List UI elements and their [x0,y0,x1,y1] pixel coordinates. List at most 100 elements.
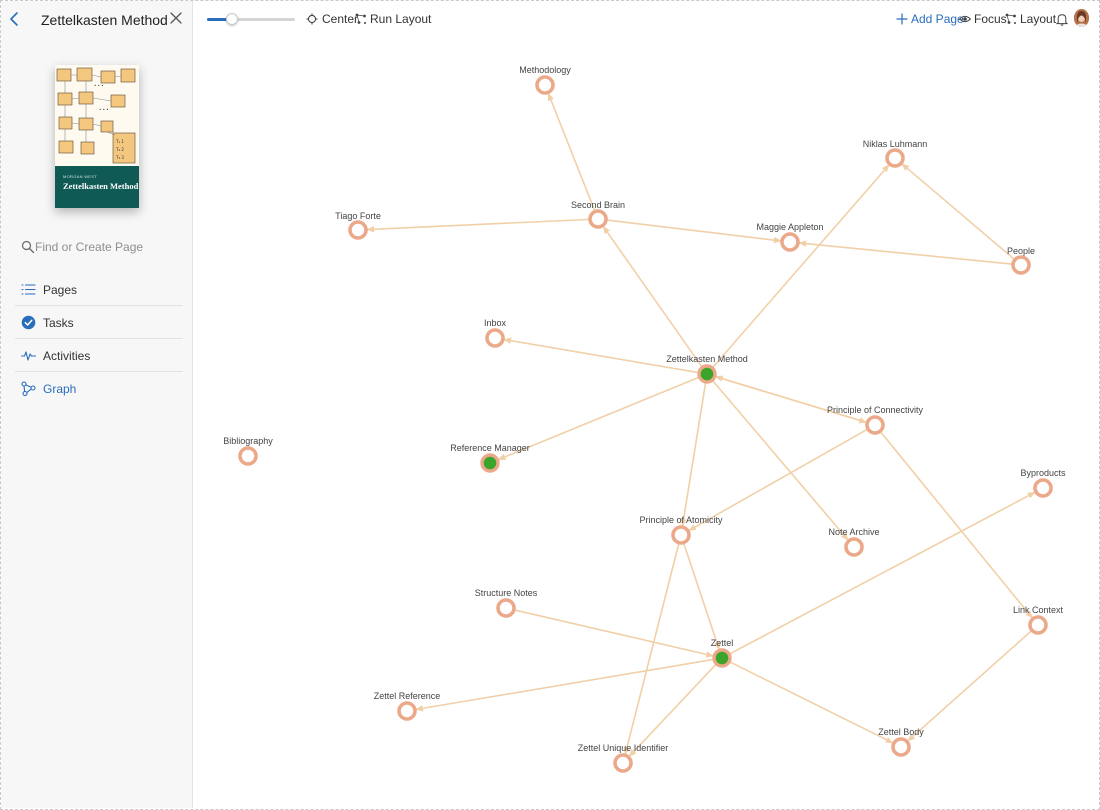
graph-node-circle[interactable] [348,220,368,240]
graph-node-tiago[interactable]: Tiago Forte [335,211,381,240]
graph-node-structure[interactable]: Structure Notes [475,588,538,618]
graph-node-label: Methodology [519,65,571,75]
layout-button[interactable]: Layout [1005,11,1057,29]
graph-node-circle[interactable] [885,148,905,168]
graph-node-circle[interactable] [535,75,555,95]
zoom-thumb[interactable] [225,13,238,25]
pulse-icon [21,351,36,361]
graph-node-circle[interactable] [671,525,691,545]
graph-edge-people-niklas [901,163,1016,261]
graph-node-circle[interactable] [613,753,633,773]
graph-node-circle[interactable] [238,446,258,466]
edge-layer [366,92,1036,758]
graph-node-circle[interactable] [485,328,505,348]
graph-node-circle[interactable] [1011,255,1031,275]
graph-node-label: Maggie Appleton [756,222,823,232]
cover-title: Zettelkasten Method [63,181,139,191]
graph-node-circle[interactable] [1033,478,1053,498]
graph-node-people[interactable]: People [1007,246,1035,275]
sidebar-header: Zettelkasten Method [1,1,193,39]
graph-edge-poc-poa [688,428,869,532]
graph-node-niklas[interactable]: Niklas Luhmann [863,139,928,168]
graph-node-methodology[interactable]: Methodology [519,65,571,95]
graph-node-focus-dot [717,653,727,663]
graph-node-label: Principle of Connectivity [827,405,924,415]
graph-edge-poc-zm [714,375,868,424]
graph-node-label: Niklas Luhmann [863,139,928,149]
graph-node-label: Inbox [484,318,507,328]
notifications-button[interactable] [1056,11,1068,29]
graph-edge-zettel-zuid [628,663,718,758]
graph-node-zuid[interactable]: Zettel Unique Identifier [578,743,669,773]
center-button[interactable]: Center [306,11,364,29]
graph-node-zettel[interactable]: Zettel [711,638,734,668]
graph-edge-zm-archive [711,379,849,541]
graph-icon [21,381,36,396]
graph-edge-people-maggie [798,240,1014,266]
graph-node-label: Zettel [711,638,734,648]
zoom-fill [207,18,232,21]
sidebar-item-pages[interactable]: Pages [15,273,183,306]
graph-node-poc[interactable]: Principle of Connectivity [827,405,924,435]
graph-node-bibliography[interactable]: Bibliography [223,436,273,466]
graph-edge-zm-poa [680,381,707,527]
graph-node-circle[interactable] [780,232,800,252]
graph-node-byproducts[interactable]: Byproducts [1020,468,1066,498]
graph-node-second_brain[interactable]: Second Brain [571,200,625,229]
graph-node-zm[interactable]: Zettelkasten Method [666,354,748,384]
graph-node-refmgr[interactable]: Reference Manager [450,443,530,473]
graph-node-link_ctx[interactable]: Link Context [1013,605,1064,635]
add-page-button[interactable]: Add Page [896,11,964,29]
svg-text:• • •: • • • [99,107,109,112]
back-button[interactable] [7,10,25,30]
graph-node-circle[interactable] [1028,615,1048,635]
graph-node-label: Tiago Forte [335,211,381,221]
layout-label: Layout [1020,12,1057,26]
sidebar-item-graph[interactable]: Graph [15,372,183,405]
sidebar-item-activities[interactable]: Activities [15,339,183,372]
graph-node-label: Bibliography [223,436,273,446]
zoom-slider[interactable] [207,12,295,26]
avatar[interactable] [1074,9,1089,27]
focus-button[interactable]: Focus [959,11,1007,29]
graph-edge-zm-inbox [503,337,700,374]
graph-edge-second_brain-tiago [366,218,591,233]
graph-edge-zm-refmgr [497,376,700,461]
close-button[interactable] [169,10,185,28]
graph-node-focus-dot [485,458,495,468]
graph-node-circle[interactable] [496,598,516,618]
graph-node-circle[interactable] [865,415,885,435]
run-layout-button[interactable]: Run Layout [355,11,431,29]
graph-node-label: Zettel Body [878,727,924,737]
search-box[interactable] [15,234,181,260]
graph-node-circle[interactable] [891,737,911,757]
add-page-label: Add Page [911,12,964,26]
sidebar: Zettelkasten Method [1,1,193,808]
layout-nodes-icon [355,13,366,24]
graph-edge-second_brain-methodology [547,92,596,212]
graph-node-maggie[interactable]: Maggie Appleton [756,222,824,252]
graph-node-zbody[interactable]: Zettel Body [878,727,924,757]
graph-node-circle[interactable] [588,209,608,229]
crosshair-icon [306,13,318,25]
graph-node-zref[interactable]: Zettel Reference [374,691,441,721]
graph-node-label: Second Brain [571,200,625,210]
graph-node-circle[interactable] [397,701,417,721]
graph-edge-zm-second_brain [602,225,704,368]
sidebar-item-label: Tasks [43,316,74,330]
chevron-left-icon [10,12,18,26]
graph-node-inbox[interactable]: Inbox [484,318,507,348]
book-cover[interactable]: • • • • • • T₁ 1 T₂ 2 T₃ 3 MORGAN WEST Z… [55,65,139,208]
svg-text:T₁ 1: T₁ 1 [115,139,124,144]
graph-node-circle[interactable] [844,537,864,557]
graph-node-poa[interactable]: Principle of Atomicity [639,515,723,545]
graph-edge-link_ctx-zbody [907,629,1033,742]
sidebar-item-tasks[interactable]: Tasks [15,306,183,339]
graph-node-archive[interactable]: Note Archive [828,527,880,557]
search-input[interactable] [35,236,181,258]
page-title: Zettelkasten Method [41,12,168,28]
graph-node-label: Zettel Reference [374,691,441,701]
